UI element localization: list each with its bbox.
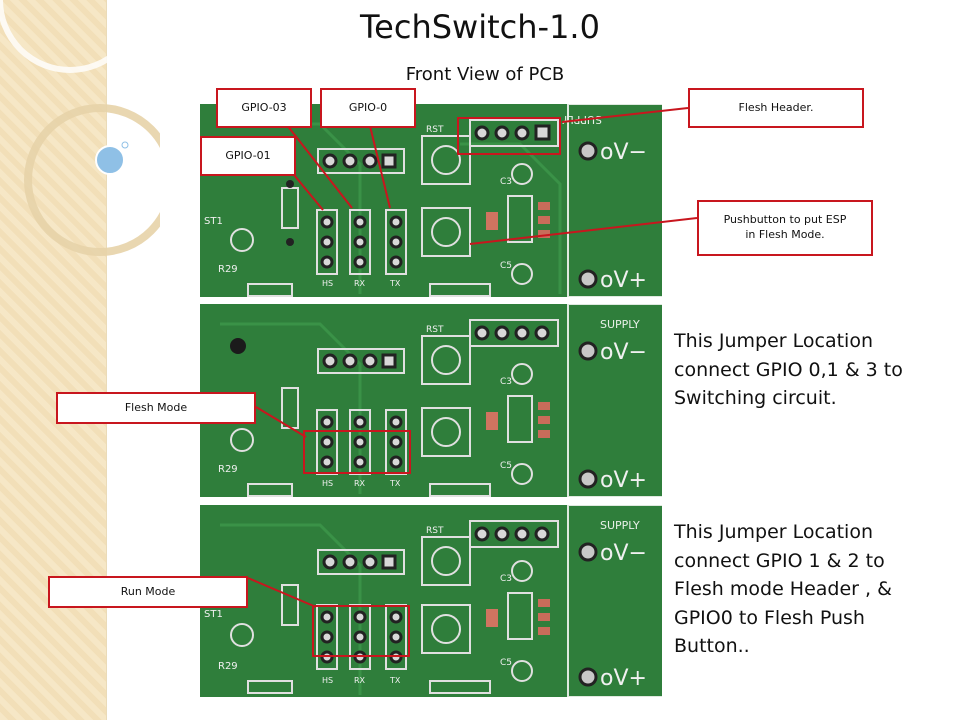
pcb-front-view-2: SUPPLY oV− oV+ HS RX TX — [200, 304, 662, 497]
silk-c3: C3 — [500, 177, 512, 187]
silk-c3-2: C3 — [500, 377, 512, 387]
callout-gpio-0: GPIO-0 — [320, 88, 416, 128]
silk-tx-2: TX — [389, 479, 401, 488]
decorative-rings — [0, 0, 160, 256]
silk-0v-minus-3: oV− — [600, 541, 647, 566]
silk-rx-3: RX — [354, 676, 366, 685]
silk-rst-3: RST — [426, 526, 444, 536]
silk-rst-2: RST — [426, 325, 444, 335]
silk-rx-2: RX — [354, 479, 366, 488]
pcb-board-3: SUPPLY oV− oV+ HS RX TX — [200, 505, 662, 697]
silk-supply-2: SUPPLY — [600, 318, 640, 331]
silk-tx: TX — [389, 279, 401, 288]
silk-hs-3: HS — [322, 676, 333, 685]
silk-tx-3: TX — [389, 676, 401, 685]
silk-0v-minus-2: oV− — [600, 340, 647, 365]
jumper-columns-1 — [316, 209, 407, 275]
callout-flesh-header: Flesh Header. — [688, 88, 864, 128]
silk-c5: C5 — [500, 261, 512, 271]
pcb-board-1: SUPPLY oV− oV+ HS — [200, 104, 662, 297]
callout-flesh-mode: Flesh Mode — [56, 392, 256, 424]
silk-st1-3: ST1 — [204, 609, 223, 620]
desc-line: Switching circuit. — [674, 387, 837, 409]
callout-pushbutton: Pushbutton to put ESP in Flesh Mode. — [697, 200, 873, 256]
desc-line: Button.. — [674, 635, 750, 657]
description-flesh-jumper: This Jumper Location connect GPIO 0,1 & … — [674, 327, 944, 413]
silk-supply-3: SUPPLY — [600, 519, 640, 532]
desc-line: connect GPIO 0,1 & 3 to — [674, 358, 903, 381]
silk-c5-2: C5 — [500, 461, 512, 471]
jumper-columns-3 — [316, 604, 407, 670]
pcb-board-2: SUPPLY oV− oV+ HS RX TX — [200, 304, 662, 497]
description-run-jumper: This Jumper Location connect GPIO 1 & 2 … — [674, 518, 944, 661]
silk-rx: RX — [354, 279, 366, 288]
slide-subtitle: Front View of PCB — [405, 64, 565, 85]
silk-st1: ST1 — [204, 216, 223, 227]
silk-r29: R29 — [218, 264, 238, 275]
slide-title: TechSwitch-1.0 — [360, 8, 600, 46]
jumper-columns-2 — [316, 409, 407, 475]
silk-hs: HS — [322, 279, 333, 288]
silk-0v-plus-2: oV+ — [600, 468, 647, 493]
callout-gpio-01: GPIO-01 — [200, 136, 296, 176]
pcb-front-view-1: SUPPLY oV− oV+ HS — [200, 104, 662, 297]
desc-line: GPIO0 to Flesh Push — [674, 606, 865, 629]
desc-line: Flesh mode Header , & — [674, 578, 892, 600]
desc-line: This Jumper Location — [674, 521, 873, 543]
desc-line: connect GPIO 1 & 2 to — [674, 549, 885, 572]
silk-0v-plus: oV+ — [600, 268, 647, 293]
silk-c5-3: C5 — [500, 658, 512, 668]
pcb-front-view-3: SUPPLY oV− oV+ HS RX TX — [200, 505, 662, 697]
callout-run-mode: Run Mode — [48, 576, 248, 608]
callout-gpio-03: GPIO-03 — [216, 88, 312, 128]
silk-supply: SUPPLY — [562, 113, 602, 126]
silk-0v-plus-3: oV+ — [600, 666, 647, 691]
silk-hs-2: HS — [322, 479, 333, 488]
desc-line: This Jumper Location — [674, 330, 873, 352]
silk-r29-3: R29 — [218, 661, 238, 672]
silk-0v-minus: oV− — [600, 140, 647, 165]
silk-c3-3: C3 — [500, 574, 512, 584]
silk-r29-2: R29 — [218, 464, 238, 475]
silk-rst: RST — [426, 125, 444, 135]
